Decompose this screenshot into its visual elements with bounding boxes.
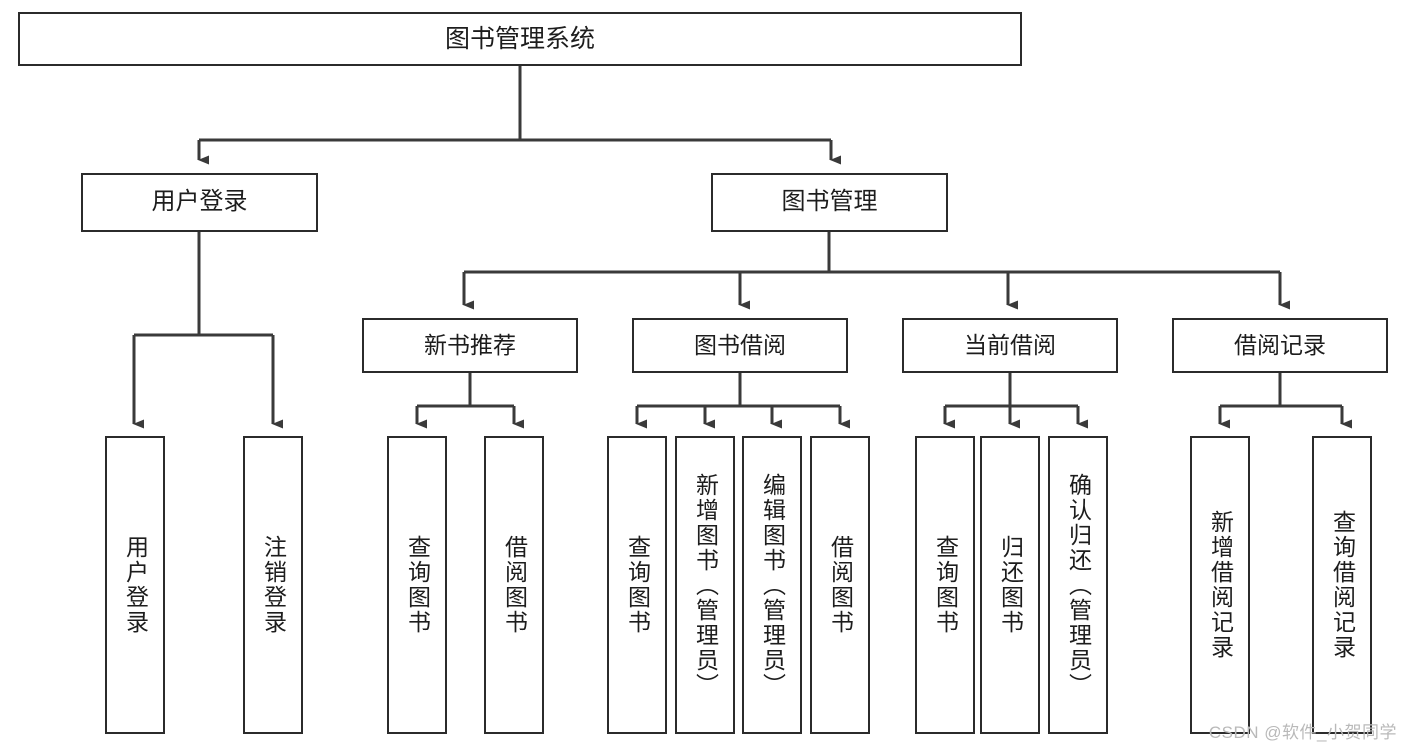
node-leaf-user-logout-label: 注销登录 [260,535,287,635]
node-leaf-add-book-label: 新增图书（管理员） [692,472,719,698]
node-leaf-add-record[interactable]: 新增借阅记录 [1190,436,1250,734]
node-current-borrow-label: 当前借阅 [964,331,1056,358]
node-new-book-recommend-label: 新书推荐 [424,331,516,358]
node-leaf-query-book-1-label: 查询图书 [404,535,431,635]
node-leaf-query-book-2[interactable]: 查询图书 [607,436,667,734]
node-leaf-add-book[interactable]: 新增图书（管理员） [675,436,735,734]
node-leaf-query-book-2-label: 查询图书 [624,535,651,635]
node-leaf-query-book-1[interactable]: 查询图书 [387,436,447,734]
node-user-login[interactable]: 用户登录 [81,173,318,232]
node-book-borrow-label: 图书借阅 [694,331,786,358]
node-leaf-edit-book-label: 编辑图书（管理员） [759,472,786,698]
node-leaf-borrow-book-2[interactable]: 借阅图书 [810,436,870,734]
node-user-login-label: 用户登录 [151,188,248,216]
node-root[interactable]: 图书管理系统 [18,12,1022,66]
node-leaf-user-login[interactable]: 用户登录 [105,436,165,734]
node-current-borrow[interactable]: 当前借阅 [902,318,1118,373]
node-leaf-add-record-label: 新增借阅记录 [1207,510,1234,660]
node-leaf-edit-book[interactable]: 编辑图书（管理员） [742,436,802,734]
node-leaf-query-book-3[interactable]: 查询图书 [915,436,975,734]
node-leaf-borrow-book-1-label: 借阅图书 [501,535,528,635]
node-new-book-recommend[interactable]: 新书推荐 [362,318,578,373]
node-leaf-confirm-return[interactable]: 确认归还（管理员） [1048,436,1108,734]
node-leaf-query-record[interactable]: 查询借阅记录 [1312,436,1372,734]
node-leaf-query-book-3-label: 查询图书 [932,535,959,635]
node-leaf-user-login-label: 用户登录 [122,535,149,635]
node-leaf-return-book[interactable]: 归还图书 [980,436,1040,734]
node-leaf-borrow-book-2-label: 借阅图书 [827,535,854,635]
node-leaf-return-book-label: 归还图书 [997,535,1024,635]
node-leaf-borrow-book-1[interactable]: 借阅图书 [484,436,544,734]
node-root-label: 图书管理系统 [444,25,595,53]
node-leaf-query-record-label: 查询借阅记录 [1329,510,1356,660]
node-book-borrow[interactable]: 图书借阅 [632,318,848,373]
node-borrow-record[interactable]: 借阅记录 [1172,318,1388,373]
node-leaf-user-logout[interactable]: 注销登录 [243,436,303,734]
node-borrow-record-label: 借阅记录 [1234,331,1326,358]
node-leaf-confirm-return-label: 确认归还（管理员） [1065,472,1092,698]
node-book-manage[interactable]: 图书管理 [711,173,948,232]
node-book-manage-label: 图书管理 [781,188,878,216]
